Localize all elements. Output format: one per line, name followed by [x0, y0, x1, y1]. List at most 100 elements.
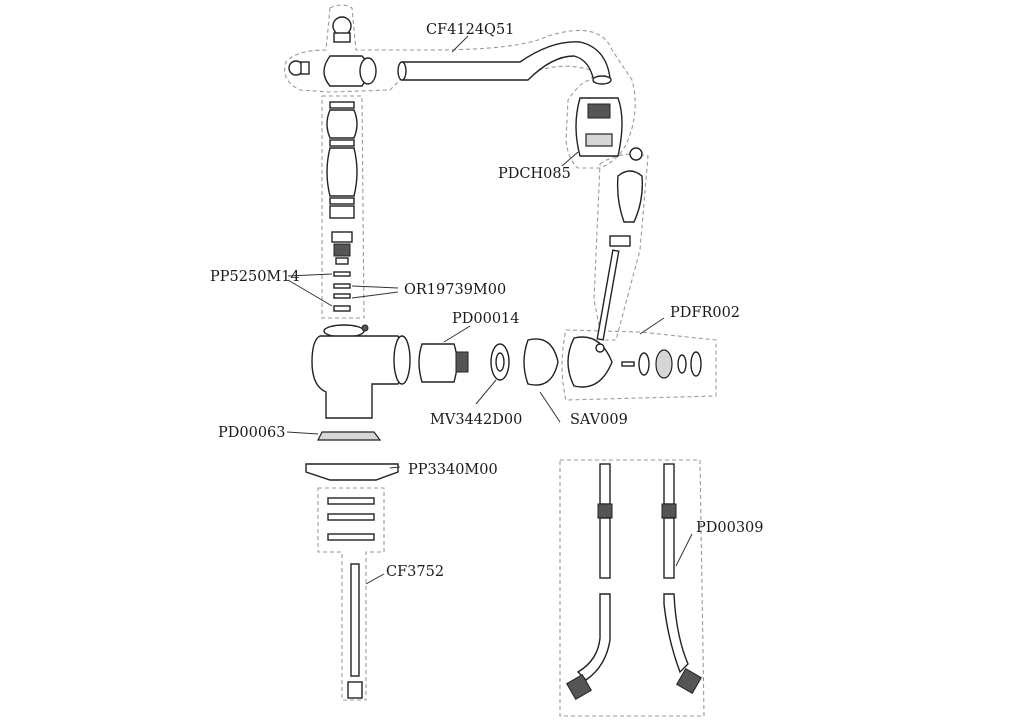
cover-hole: [595, 343, 605, 353]
hose-group-outline: [559, 459, 705, 717]
lever-rod: [596, 249, 620, 341]
spout-group-outline: [284, 4, 636, 169]
hose-left-collar: [597, 503, 613, 519]
cover-spacer: [655, 349, 673, 379]
spout-tube: [401, 41, 611, 83]
lever-collar: [609, 235, 631, 247]
label-pp5250m14: PP5250M14: [210, 269, 300, 285]
leader-pp3340m00: [389, 466, 401, 469]
label-pd00014: PD00014: [452, 311, 520, 327]
column-ring-1: [329, 139, 355, 147]
label-pdfr002: PDFR002: [670, 305, 740, 321]
base-assembly: [305, 431, 399, 699]
cover-washer-2: [677, 354, 687, 374]
part-labels: CF4124Q51 PDCH085 PP5250M14 OR19739M00 P…: [210, 22, 764, 580]
o-ring-2: [333, 293, 351, 299]
hose-right-lower: [663, 593, 689, 674]
hose-right-end: [676, 668, 702, 694]
column-base: [329, 205, 355, 219]
body-set-screw: [361, 324, 369, 332]
label-pd00309: PD00309: [696, 520, 764, 536]
sleeve: [523, 338, 559, 386]
hose-left-fitting: [599, 463, 611, 505]
cf3752-rod: [350, 563, 360, 677]
label-pp3340m00: PP3340M00: [408, 462, 498, 478]
top-cap-base: [333, 32, 351, 43]
spout-hub-end: [359, 57, 377, 85]
column-upper-bead: [326, 109, 358, 139]
hose-right: [661, 463, 702, 694]
cartridge: [418, 343, 469, 383]
leader-pp5250m14-a: [287, 273, 333, 277]
leader-lines: [286, 35, 693, 585]
stem-group-outline: [321, 95, 365, 319]
handle-cover-assembly: [567, 336, 702, 388]
leader-pd00014: [443, 325, 471, 343]
hose-right-fitting: [663, 463, 675, 505]
shank-washer-1: [327, 497, 375, 505]
hose-left-lower: [576, 593, 611, 681]
leader-pp5250m14-b: [287, 279, 333, 307]
faucet-body: [311, 324, 411, 419]
body-top-opening: [323, 324, 365, 338]
leader-cf3752: [365, 573, 385, 585]
aerator-mesh: [587, 103, 611, 119]
sleeve-body: [523, 338, 559, 386]
handle-cover: [567, 336, 613, 388]
column-lower-bead: [326, 147, 358, 197]
hose-left: [566, 463, 613, 700]
cartridge-stem: [455, 351, 469, 373]
spout-assembly: [288, 16, 612, 87]
leader-mv3442d00: [475, 379, 497, 405]
label-or19739m00: OR19739M00: [404, 282, 506, 298]
leader-pd00309: [675, 533, 693, 567]
threaded-connector-tip: [335, 257, 349, 265]
lever-handle: [596, 147, 644, 341]
leader-pdfr002: [639, 317, 665, 335]
side-cap-base: [300, 61, 310, 75]
lever-grip: [616, 170, 644, 223]
cartridge-cover-group-outline: [561, 329, 717, 401]
pd00063-gasket: [317, 431, 382, 441]
pp3340m00-plate: [305, 463, 399, 481]
lever-cap: [629, 147, 643, 161]
threaded-connector-thread: [333, 243, 351, 257]
cover-washer-1: [638, 352, 650, 376]
retaining-nut-inner: [495, 352, 505, 372]
leader-or19739m00-a: [351, 285, 399, 289]
body-main: [311, 335, 405, 419]
spout-tube-end: [397, 61, 407, 81]
body-side-opening: [393, 335, 411, 385]
spout-outlet: [592, 75, 612, 85]
leader-cf4124q51: [451, 35, 469, 53]
cf3752-nut: [347, 681, 363, 699]
o-ring-3: [333, 305, 351, 312]
column-ring-2: [329, 197, 355, 205]
pp5250m14-part: [333, 271, 351, 277]
leader-or19739m00-b: [351, 291, 399, 299]
label-pdch085: PDCH085: [498, 166, 571, 182]
aerator-assembly: [575, 97, 623, 157]
label-cf3752: CF3752: [386, 564, 444, 580]
top-cap-knob: [332, 16, 352, 36]
aerator-ring: [585, 133, 613, 147]
threaded-connector-cap: [331, 231, 353, 243]
cartridge-body: [418, 343, 458, 383]
cover-screw: [621, 361, 635, 367]
label-cf4124q51: CF4124Q51: [426, 22, 514, 38]
column-top-ring: [329, 101, 355, 109]
hose-right-collar: [661, 503, 677, 519]
leader-pd00063: [286, 431, 319, 435]
shank-washer-2: [327, 513, 375, 521]
label-sav009: SAV009: [570, 412, 628, 428]
shank-group-outline: [317, 487, 385, 701]
hose-left-end: [566, 674, 592, 700]
retaining-nut: [490, 343, 510, 381]
cover-end-cap: [690, 351, 702, 377]
hose-left-upper: [599, 517, 611, 579]
shank-washer-3: [327, 533, 375, 541]
stem-assembly: [326, 101, 358, 312]
leader-sav009: [539, 391, 561, 423]
label-mv3442d00: MV3442D00: [430, 412, 522, 428]
